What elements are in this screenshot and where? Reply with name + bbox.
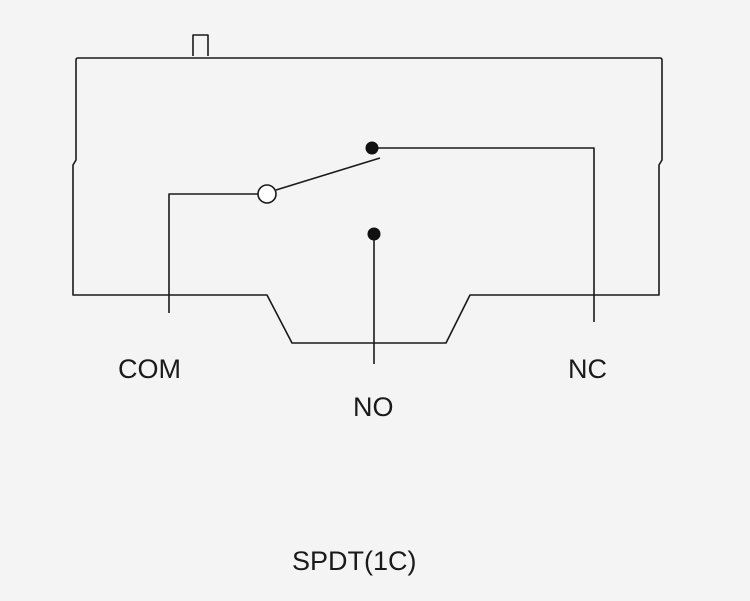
actuator-plunger [192, 34, 209, 56]
com-terminal-lead [168, 193, 258, 313]
no-terminal-label: NO [353, 392, 394, 422]
nc-terminal-lead [372, 147, 595, 322]
moving-contact-arm [275, 157, 381, 191]
diagram-caption: SPDT(1C) [292, 546, 417, 576]
com-terminal-label: COM [118, 354, 181, 384]
no-fixed-contact [367, 227, 381, 241]
nc-fixed-contact [365, 141, 379, 155]
switch-housing [72, 57, 663, 344]
pivot-contact [257, 184, 277, 204]
nc-terminal-label: NC [568, 354, 607, 384]
